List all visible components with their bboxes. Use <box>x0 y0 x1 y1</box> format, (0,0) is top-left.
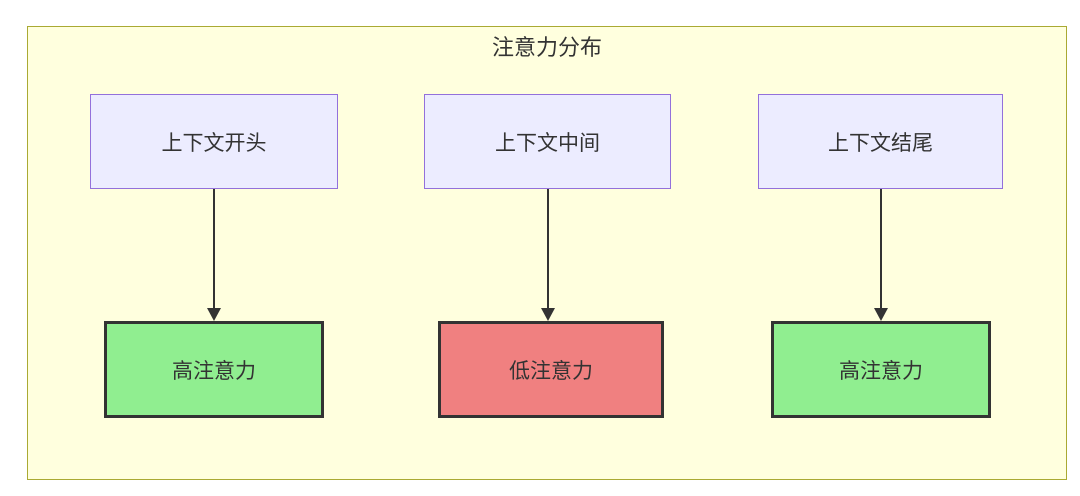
diagram-title: 注意力分布 <box>491 35 602 60</box>
node-context-middle: 上下文中间 <box>424 94 671 189</box>
arrow-middle-to-low-icon <box>541 189 555 321</box>
node-high-attention-left: 高注意力 <box>104 321 324 418</box>
node-context-end: 上下文结尾 <box>758 94 1003 189</box>
node-context-start: 上下文开头 <box>90 94 338 189</box>
attention-distribution-cluster: 注意力分布 上下文开头 上下文中间 上下文结尾 高注意力 低注意力 高注意力 <box>27 26 1067 480</box>
node-low-attention-middle: 低注意力 <box>438 321 664 418</box>
arrow-begin-to-high-icon <box>207 189 221 321</box>
arrow-end-to-high-icon <box>874 189 888 321</box>
node-high-attention-right: 高注意力 <box>771 321 991 418</box>
